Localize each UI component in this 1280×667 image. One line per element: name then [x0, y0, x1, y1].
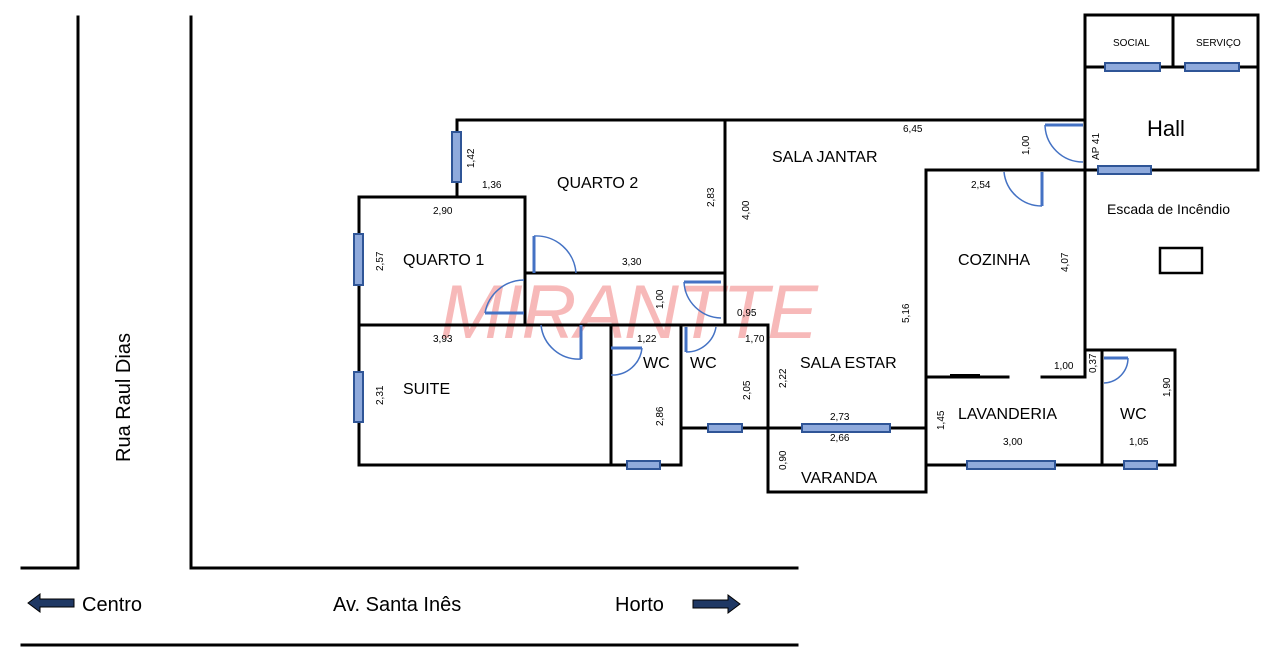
- dim: 2,83: [706, 187, 717, 207]
- dim: 1,90: [1162, 377, 1173, 397]
- dim: 1,70: [745, 334, 765, 345]
- room-sala-estar: SALA ESTAR: [800, 355, 897, 372]
- dim: 1,42: [466, 148, 477, 168]
- dim: 0,37: [1088, 353, 1099, 373]
- dim: 1,00: [1054, 361, 1074, 372]
- room-suite: SUITE: [403, 381, 450, 398]
- dim: 2,66: [830, 433, 850, 444]
- street-labels: Rua Raul Dias Av. Santa Inês Centro Hort…: [27, 333, 741, 616]
- dim: 2,22: [778, 368, 789, 388]
- dim: 1,00: [1021, 135, 1032, 155]
- room-quarto-2: QUARTO 2: [557, 175, 638, 192]
- dim: 1,36: [482, 180, 502, 191]
- apartment-number: AP 41: [1091, 133, 1102, 160]
- room-wc-3: WC: [1120, 406, 1147, 423]
- room-wc-1: WC: [643, 355, 670, 372]
- direction-centro: Centro: [82, 594, 142, 616]
- dim: 1,45: [936, 410, 947, 430]
- dim: 2,90: [433, 206, 453, 217]
- dim: 2,31: [375, 385, 386, 405]
- elevator-servico: SERVIÇO: [1196, 38, 1241, 49]
- room-hall: Hall: [1147, 116, 1185, 141]
- stair-shaft: [1158, 246, 1204, 275]
- room-lavanderia: LAVANDERIA: [958, 406, 1057, 423]
- dim: 1,00: [655, 289, 666, 309]
- dim: 4,07: [1060, 252, 1071, 272]
- dim: 1,05: [1129, 437, 1149, 448]
- dim: 2,86: [655, 406, 666, 426]
- windows: [353, 62, 1240, 470]
- street-rua-raul-dias: Rua Raul Dias: [113, 333, 135, 462]
- room-labels: QUARTO 2 QUARTO 1 SUITE WC WC WC SALA JA…: [403, 38, 1241, 487]
- arrow-left-icon: [27, 593, 75, 613]
- dim: 0,95: [737, 308, 757, 319]
- dim: 0,90: [778, 450, 789, 470]
- room-wc-2: WC: [690, 355, 717, 372]
- dim: 4,00: [741, 200, 752, 220]
- dim: 2,73: [830, 412, 850, 423]
- direction-horto: Horto: [615, 594, 664, 616]
- dimension-labels: 1,42 1,36 2,83 3,30 2,90 2,57 1,00 0,95 …: [375, 124, 1173, 470]
- street-av-santa-ines: Av. Santa Inês: [333, 594, 461, 616]
- room-quarto-1: QUARTO 1: [403, 252, 484, 269]
- dim: 1,22: [637, 334, 657, 345]
- arrow-right-icon: [692, 594, 741, 614]
- dim: 6,45: [903, 124, 923, 135]
- dim: 2,57: [375, 251, 386, 271]
- elevator-social: SOCIAL: [1113, 38, 1150, 49]
- dim: 3,93: [433, 334, 453, 345]
- room-varanda: VARANDA: [801, 470, 877, 487]
- room-cozinha: COZINHA: [958, 252, 1030, 269]
- dim: 2,54: [971, 180, 991, 191]
- fire-escape-label: Escada de Incêndio: [1107, 201, 1230, 217]
- street-lines: [20, 15, 799, 647]
- dim: 3,00: [1003, 437, 1023, 448]
- dim: 3,30: [622, 257, 642, 268]
- dim: 5,16: [901, 303, 912, 323]
- dim: 2,05: [742, 380, 753, 400]
- room-sala-jantar: SALA JANTAR: [772, 149, 878, 166]
- doors: [484, 123, 1129, 384]
